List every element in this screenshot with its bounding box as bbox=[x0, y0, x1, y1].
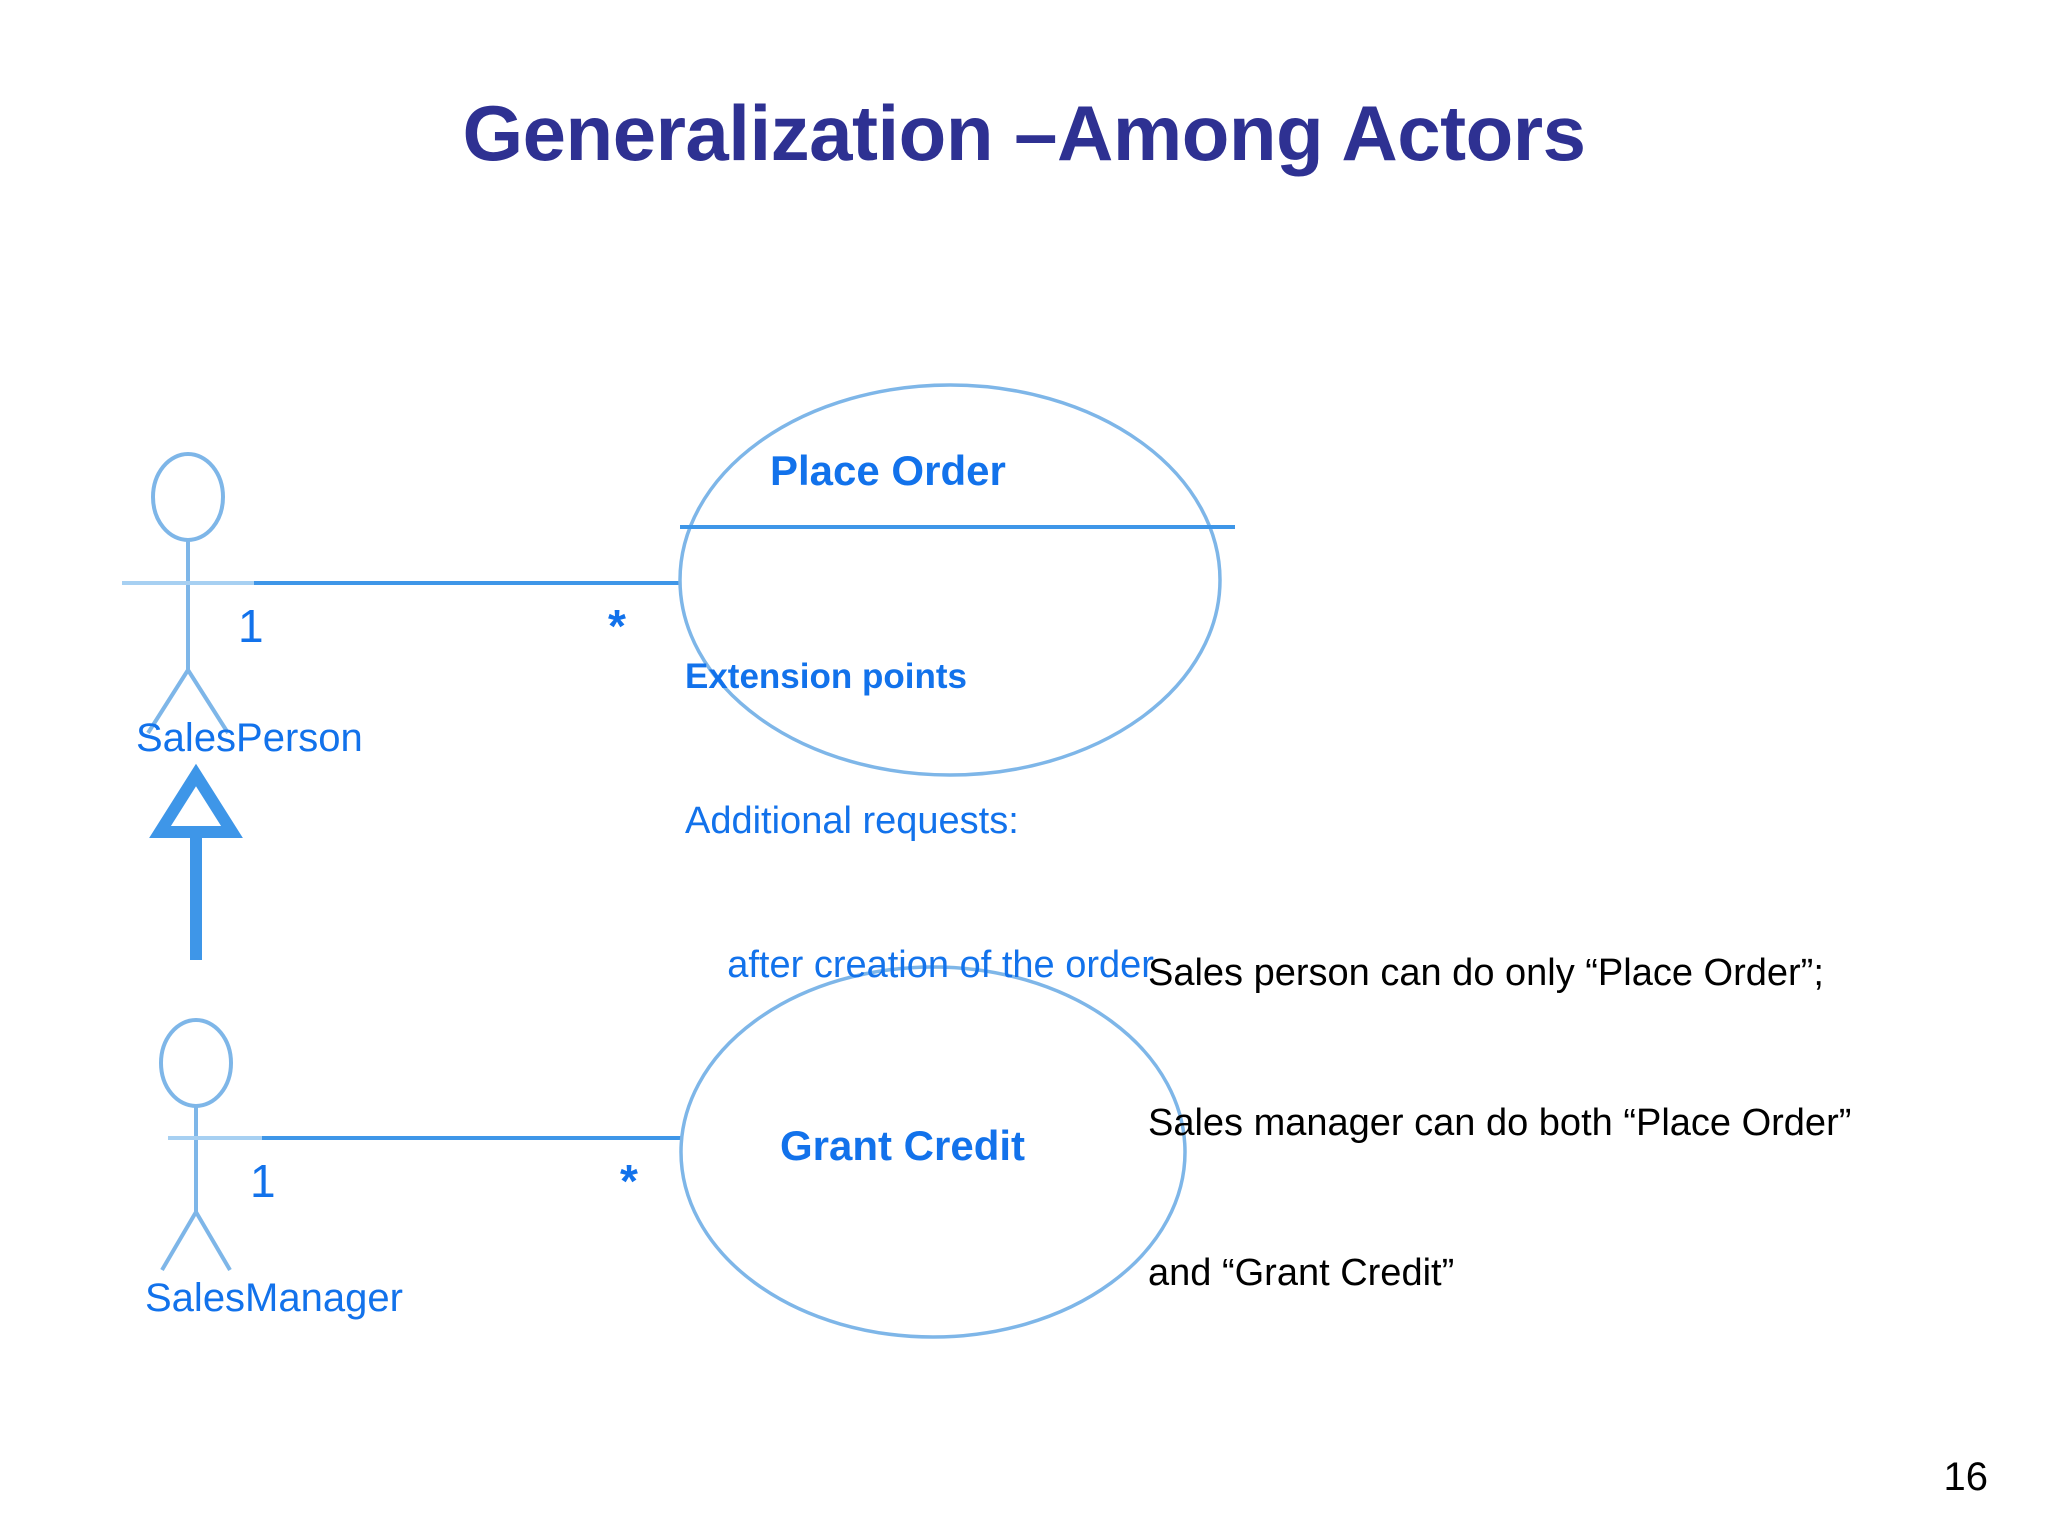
page-title: Generalization –Among Actors bbox=[462, 89, 1586, 177]
use-case-ellipse-grant-credit[interactable] bbox=[679, 965, 1187, 1339]
use-case-label-place-order: Place Order bbox=[770, 447, 1006, 494]
actor-figure-salesperson bbox=[122, 452, 254, 735]
multiplicity-grantcredit: * bbox=[620, 1155, 638, 1207]
multiplicity-salesperson: 1 bbox=[238, 600, 264, 652]
actor-label-salesperson: SalesPerson bbox=[136, 716, 363, 760]
multiplicity-salesmanager: 1 bbox=[250, 1155, 276, 1207]
actor-figure-salesmanager bbox=[159, 1018, 262, 1272]
extension-points-header: Extension points bbox=[685, 657, 967, 696]
note-line-3: and “Grant Credit” bbox=[1148, 1252, 1455, 1294]
note-line-1: Sales person can do only “Place Order”; bbox=[1148, 952, 1824, 994]
page-number: 16 bbox=[1943, 1455, 1989, 1499]
note-line-2: Sales manager can do both “Place Order” bbox=[1148, 1102, 1852, 1144]
explanatory-note: Sales person can do only “Place Order”; … bbox=[1148, 848, 1851, 1398]
use-case-ellipse-place-order[interactable] bbox=[678, 383, 1235, 777]
actor-label-salesmanager: SalesManager bbox=[145, 1276, 403, 1320]
generalization-arrow bbox=[149, 763, 243, 960]
use-case-extension-block: Extension points Additional requests: af… bbox=[685, 557, 1154, 1085]
use-case-label-grant-credit: Grant Credit bbox=[780, 1122, 1026, 1169]
multiplicity-placeorder: * bbox=[608, 600, 626, 652]
extension-point-line-1: Additional requests: bbox=[685, 800, 1019, 842]
extension-point-line-2: after creation of the order bbox=[685, 944, 1154, 986]
